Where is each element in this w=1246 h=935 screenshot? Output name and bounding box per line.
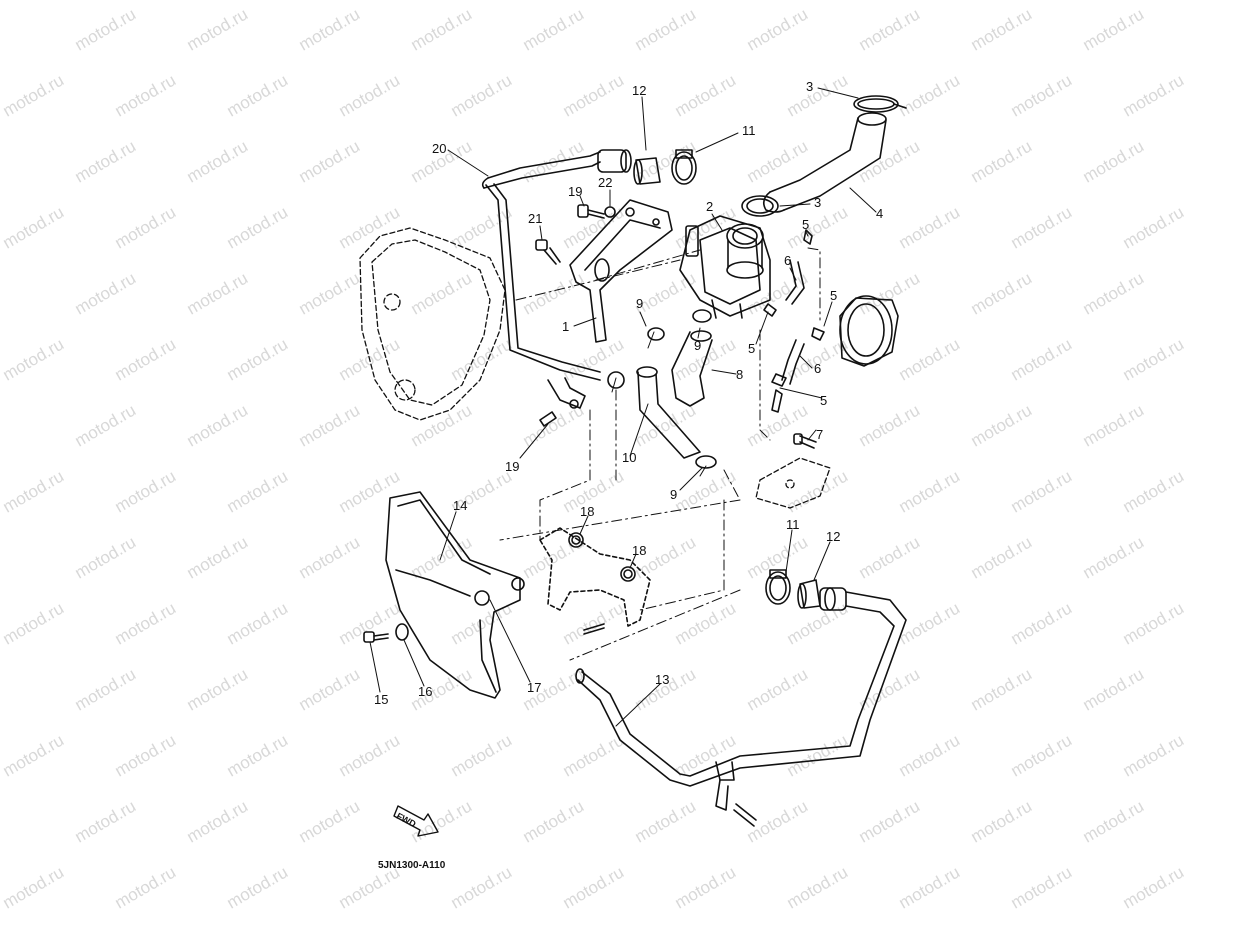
- callout-4: 4: [876, 206, 884, 221]
- washer-16: [395, 623, 409, 641]
- callout-21: 21: [528, 211, 543, 226]
- lower-bracket-dashed: [755, 457, 831, 509]
- clamp-11-lower: [765, 569, 791, 605]
- bracket-1: [569, 199, 673, 343]
- callout-5-a: 5: [802, 217, 810, 232]
- callout-15: 15: [374, 692, 389, 707]
- callout-12-top: 12: [632, 83, 647, 98]
- diagram-code: 5JN1300-A110: [378, 860, 446, 871]
- air-valve-assembly: [679, 215, 771, 319]
- clamp-3-lower: [741, 195, 779, 217]
- bolt-15: [363, 631, 389, 643]
- pipe-13: [575, 587, 907, 827]
- reed-valve-housing: [839, 295, 899, 367]
- hose-8: [671, 330, 713, 407]
- hose-10: [636, 366, 701, 459]
- hose-12-lower: [797, 579, 821, 609]
- callout-5-b: 5: [830, 288, 838, 303]
- callout-9-c: 9: [670, 487, 678, 502]
- callout-2: 2: [706, 199, 714, 214]
- clamp-3-top: [853, 95, 907, 113]
- fwd-arrow-icon: [393, 805, 439, 837]
- bolt-21: [535, 239, 561, 265]
- callout-13: 13: [655, 672, 670, 687]
- clip-5-group: [763, 303, 787, 387]
- callout-5-c: 5: [748, 341, 756, 356]
- callout-14: 14: [453, 498, 468, 513]
- callout-8: 8: [736, 367, 744, 382]
- callout-22: 22: [598, 175, 613, 190]
- radiator-outline: [359, 227, 506, 421]
- alignment-lines: [499, 247, 821, 661]
- hose-6-upper: [785, 229, 813, 305]
- valve-7: [771, 389, 817, 449]
- bracket-18: [539, 527, 651, 635]
- callout-6-lower: 6: [814, 361, 822, 376]
- pipe-20-bracket: [539, 377, 586, 427]
- callout-10: 10: [622, 450, 637, 465]
- callout-9-b: 9: [694, 338, 702, 353]
- pipe-20: [481, 149, 632, 381]
- callout-19-lower: 19: [505, 459, 520, 474]
- callout-1: 1: [562, 319, 570, 334]
- callout-18-a: 18: [580, 504, 595, 519]
- callout-19-top: 19: [568, 184, 583, 199]
- callout-20: 20: [432, 141, 447, 156]
- callout-11-lower: 11: [786, 517, 800, 532]
- callout-12-lower: 12: [826, 529, 841, 544]
- clamp-9-group: [607, 309, 717, 469]
- hose-4: [762, 112, 887, 213]
- bolt-19-top: [577, 204, 616, 219]
- clamp-11-top: [671, 149, 697, 185]
- callout-3-lower: 3: [814, 195, 822, 210]
- callout-7: 7: [816, 427, 824, 442]
- hose-6-lower: [781, 327, 825, 385]
- callout-18-b: 18: [632, 543, 647, 558]
- hose-12-top: [633, 157, 661, 185]
- callout-3-top: 3: [806, 79, 814, 94]
- callout-16: 16: [418, 684, 433, 699]
- cover-14: [385, 491, 525, 699]
- callout-5-d: 5: [820, 393, 828, 408]
- callout-17: 17: [527, 680, 542, 695]
- callout-11-top: 11: [742, 123, 756, 138]
- leader-lines: [369, 87, 877, 727]
- callout-6-upper: 6: [784, 253, 792, 268]
- callout-9-a: 9: [636, 296, 644, 311]
